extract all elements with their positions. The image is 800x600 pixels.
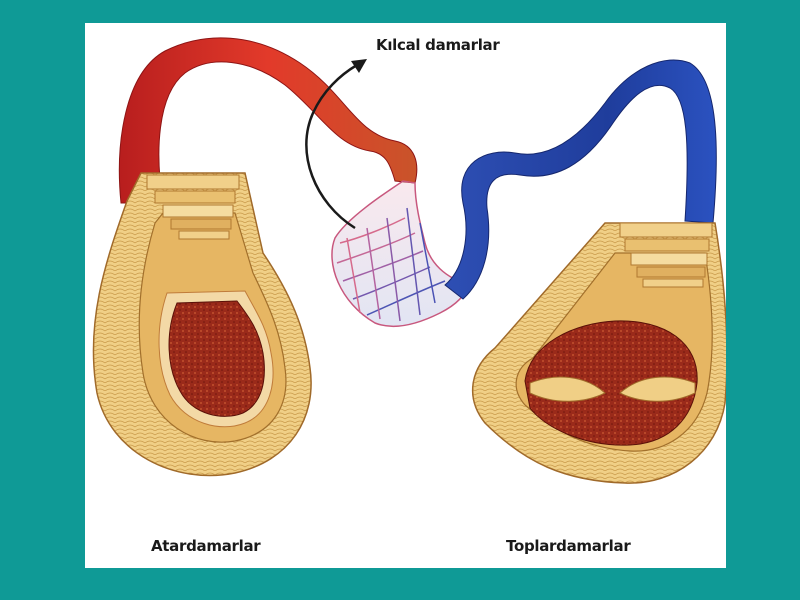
diagram-panel: Kılcal damarlar Atardamarlar Toplardamar… — [85, 23, 726, 568]
capillaries — [331, 180, 472, 327]
artery — [92, 37, 418, 477]
veins-label: Toplardamarlar — [506, 537, 631, 555]
arteries-label: Atardamarlar — [151, 537, 261, 555]
blood-vessel-illustration — [92, 37, 726, 484]
capillaries-label: Kılcal damarlar — [376, 36, 500, 54]
vein — [444, 59, 726, 484]
capillaries-arrow — [305, 59, 367, 230]
